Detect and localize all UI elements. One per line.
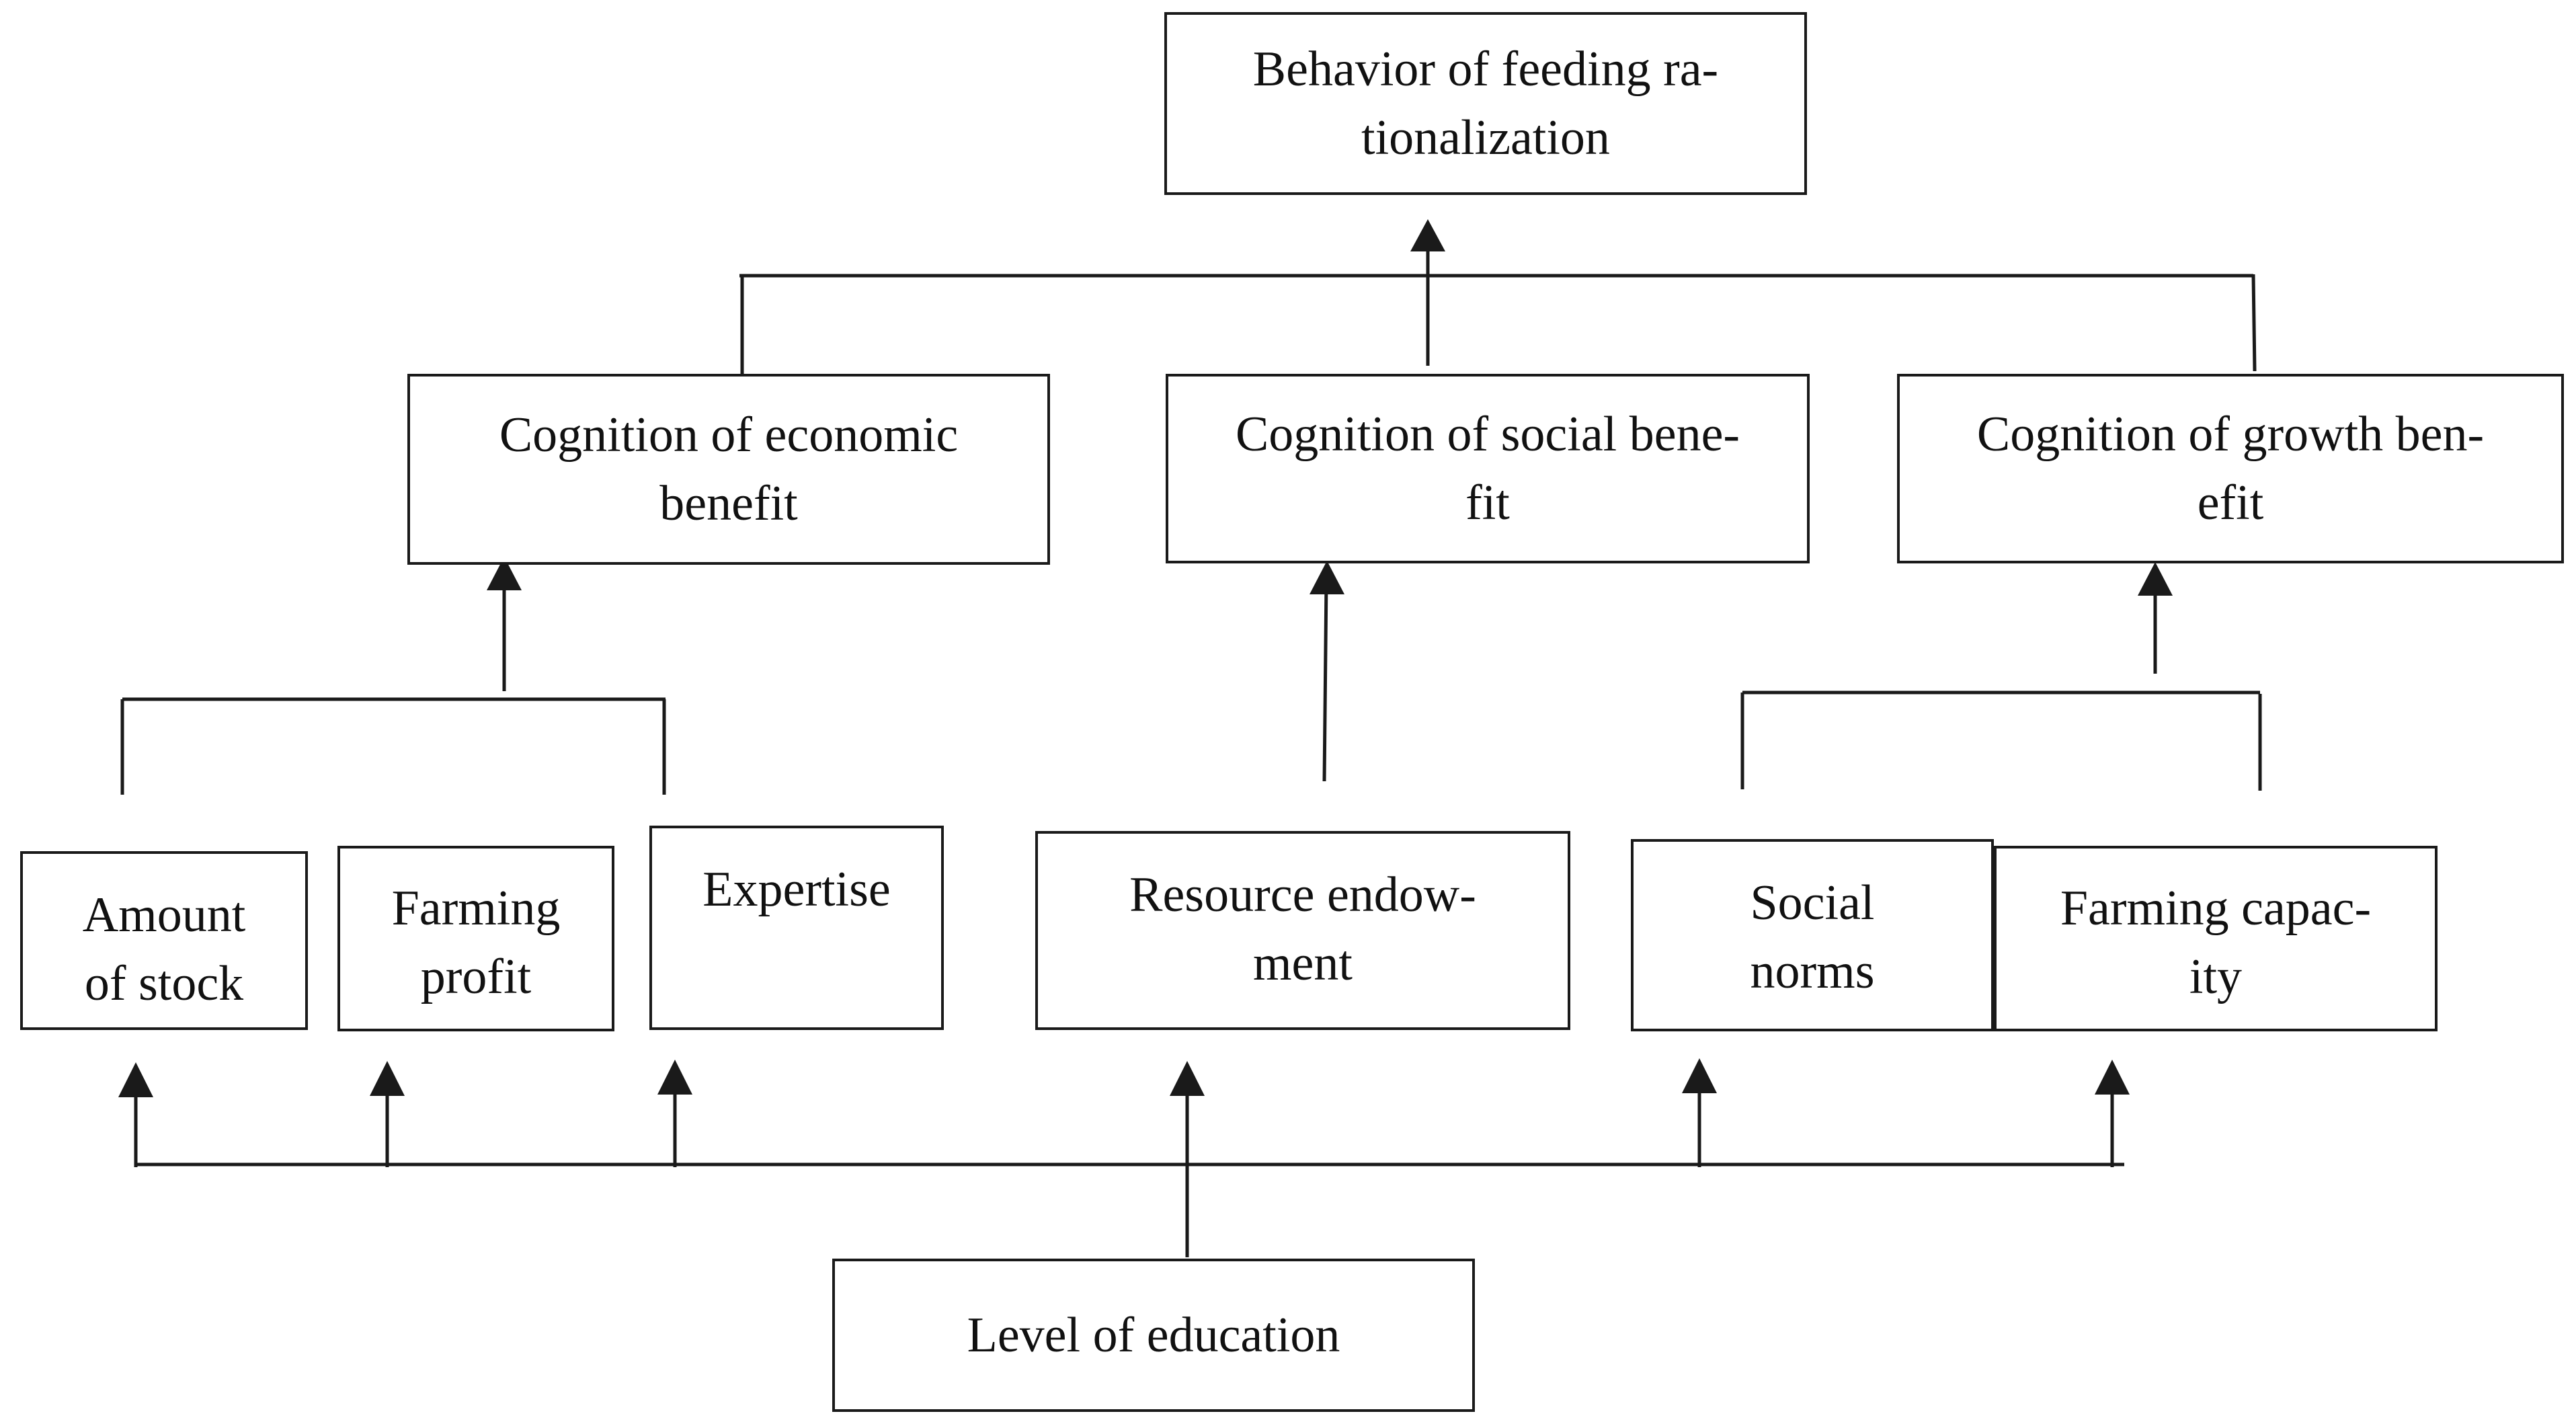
cognition-of-growth-benefit-label: Cognition of growth ben- efit — [1976, 407, 2485, 530]
cognition-of-economic-benefit-box: Cognition of economic benefit — [407, 374, 1050, 565]
arrowhead-stock — [118, 1062, 153, 1097]
arrowhead-expertise — [657, 1060, 692, 1095]
social-norms-label: Social norms — [1750, 875, 1875, 999]
arrowhead-social — [1310, 561, 1344, 594]
arrowhead-top — [1410, 219, 1445, 251]
expertise-box: Expertise — [649, 826, 944, 1030]
level-of-education-box: Level of education — [832, 1259, 1475, 1412]
expertise-label: Expertise — [702, 862, 891, 917]
farming-profit-box: Farming profit — [337, 846, 614, 1031]
resource-endowment-label: Resource endow- ment — [1129, 867, 1476, 991]
arrowhead-economic — [487, 557, 522, 590]
amount-of-stock-label: Amount of stock — [82, 887, 246, 1011]
cognition-of-growth-benefit-box: Cognition of growth ben- efit — [1897, 374, 2564, 563]
level-of-education-label: Level of education — [967, 1308, 1340, 1363]
arrowhead-resource — [1170, 1061, 1205, 1096]
cognition-of-economic-benefit-label: Cognition of economic benefit — [499, 407, 959, 531]
growth-riser — [2251, 274, 2257, 372]
amount-of-stock-box: Amount of stock — [20, 851, 308, 1030]
social-norms-box: Social norms — [1631, 839, 1994, 1031]
arrowhead-profit — [370, 1061, 405, 1096]
social-stem — [1322, 579, 1328, 782]
farming-capacity-label: Farming capac- ity — [2060, 881, 2372, 1004]
cognition-of-social-benefit-box: Cognition of social bene- fit — [1166, 374, 1810, 563]
behavior-of-feeding-rationalization-label: Behavior of feeding ra- tionalization — [1252, 42, 1719, 165]
behavior-of-feeding-rationalization-box: Behavior of feeding ra- tionalization — [1164, 12, 1807, 195]
arrowhead-norms — [1682, 1058, 1717, 1093]
arrowhead-capacity — [2095, 1060, 2130, 1095]
arrowhead-growth — [2138, 562, 2173, 596]
farming-profit-label: Farming profit — [391, 881, 561, 1004]
resource-endowment-box: Resource endow- ment — [1035, 831, 1570, 1030]
farming-capacity-box: Farming capac- ity — [1994, 846, 2438, 1031]
cognition-of-social-benefit-label: Cognition of social bene- fit — [1235, 407, 1740, 530]
